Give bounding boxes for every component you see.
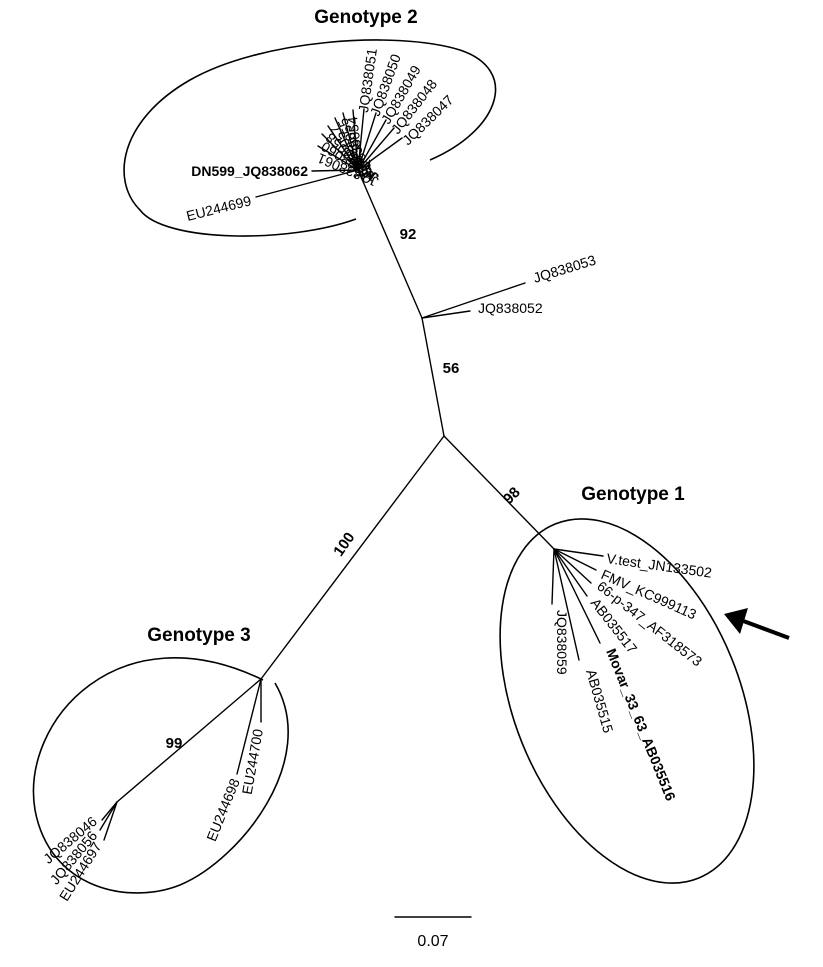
arrow-icon	[724, 608, 790, 640]
genotype-3-labels: EU244698 EU244700 JQ838046 JQ838056 EU24…	[40, 728, 266, 904]
genotype-2-outline	[123, 39, 497, 237]
bootstrap-99: 99	[166, 735, 183, 752]
branch-root-genotype-2	[421, 317, 445, 437]
genotype-2-title: Genotype 2	[314, 7, 417, 28]
branch-jq838052	[421, 310, 471, 319]
genotype-2-star	[255, 108, 403, 198]
taxon-label: JQ838054	[344, 115, 368, 181]
bootstrap-98: 98	[500, 484, 524, 508]
genotype-1-outline	[499, 518, 755, 884]
taxon-label: JQ838053	[531, 252, 598, 286]
genotype-1-star	[551, 548, 604, 661]
branch-genotype-3-outer	[116, 678, 262, 803]
branch-genotype-3-stem	[260, 435, 445, 680]
branch-jq838053	[421, 282, 526, 319]
taxon-label: JQ838052	[478, 300, 543, 316]
bootstrap-56: 56	[443, 360, 460, 377]
genotype-3-title: Genotype 3	[147, 625, 250, 646]
taxon-label: AB035515	[583, 667, 616, 734]
taxon-label: EU244698	[203, 776, 243, 844]
genotype-1-title: Genotype 1	[581, 484, 685, 505]
genotype-3-branches	[99, 678, 262, 841]
taxon-label: EU244700	[239, 728, 266, 796]
taxon-label: JQ838059	[554, 610, 570, 675]
bootstrap-92: 92	[400, 226, 417, 243]
genotype-3-outline	[32, 657, 289, 894]
branch-genotype-2-stem	[357, 169, 423, 319]
taxon-label: EU244699	[185, 192, 253, 224]
scale-bar-label: 0.07	[417, 933, 448, 950]
branch-genotype-1-stem	[443, 435, 555, 550]
taxon-label-bold: DN599_JQ838062	[191, 163, 308, 179]
